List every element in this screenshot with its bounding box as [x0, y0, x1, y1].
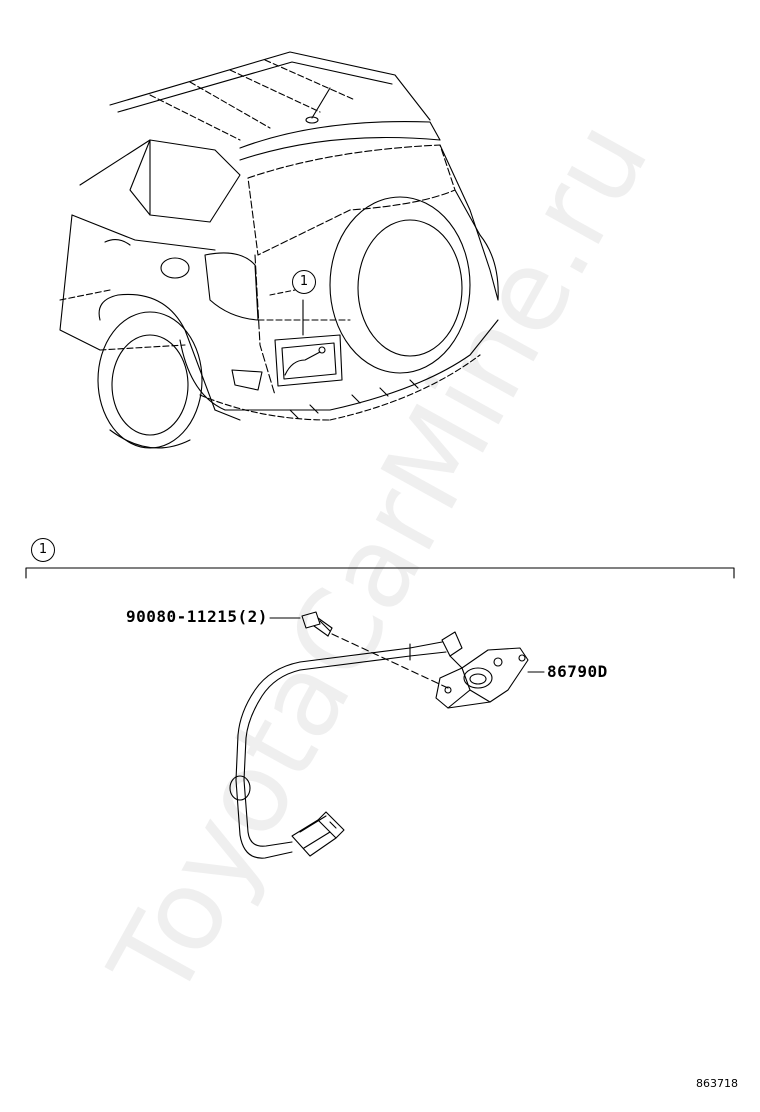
- connector-icon: [291, 811, 345, 857]
- part-number: 90080-11215: [126, 607, 238, 626]
- bolt-icon: [269, 611, 449, 689]
- part-number: 86790D: [547, 662, 608, 681]
- callout-section: 1: [31, 538, 55, 562]
- camera-icon: [229, 631, 545, 859]
- drawing-id: 863718: [696, 1077, 738, 1090]
- part-label-bolt[interactable]: 90080-11215(2): [126, 607, 268, 626]
- part-label-camera[interactable]: 86790D: [547, 662, 608, 681]
- rear-suv-illustration: [59, 51, 499, 449]
- section-bracket: [25, 567, 735, 579]
- part-qty: (2): [237, 607, 268, 626]
- callout-car: 1: [292, 270, 316, 294]
